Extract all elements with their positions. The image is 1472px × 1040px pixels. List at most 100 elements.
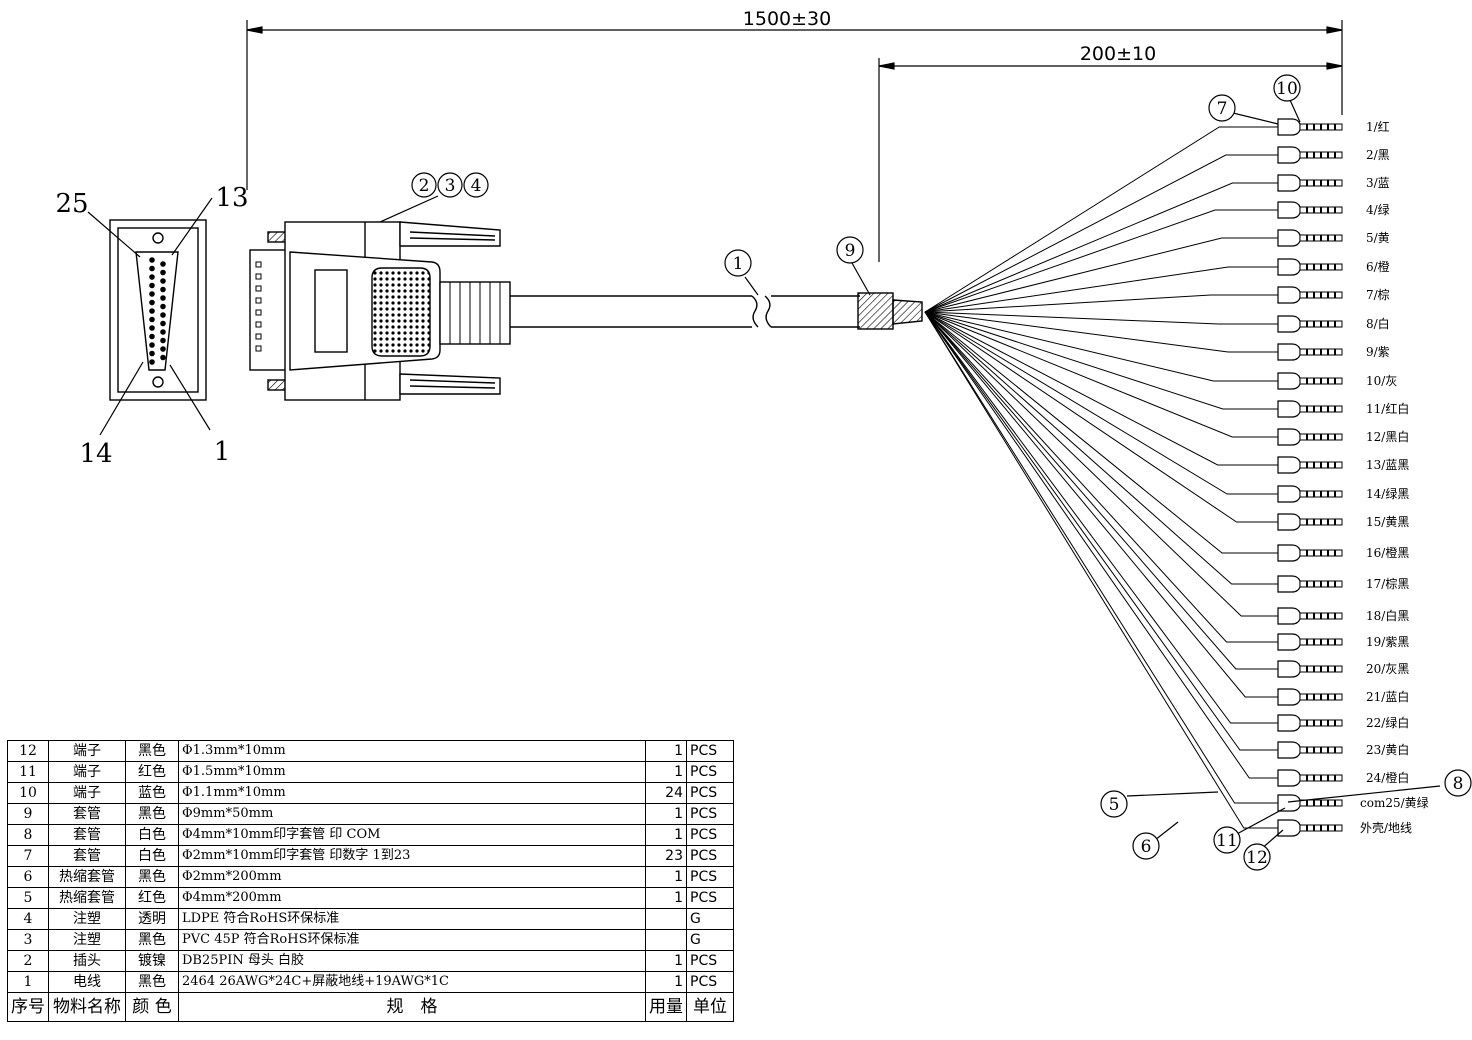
bom-cell-name: 热缩套管: [48, 866, 126, 888]
wire-label: 6/橙: [1366, 259, 1390, 274]
marker-sleeve: [1277, 513, 1301, 531]
bom-cell-name: 热缩套管: [48, 887, 126, 909]
wire-label: 12/黑白: [1366, 429, 1409, 444]
marker-sleeve: [1277, 428, 1301, 446]
wire-terminal: [1277, 633, 1343, 651]
bom-header-spec: 规 格: [178, 992, 646, 1022]
pin-dot: [149, 274, 155, 280]
bom-cell-name: 套管: [48, 824, 126, 846]
balloon-3: 3: [445, 176, 456, 196]
balloon-6: 6: [1141, 837, 1152, 857]
pin-dot: [160, 329, 166, 335]
pin-dot: [160, 354, 166, 361]
pin-dot: [149, 308, 155, 314]
wire-terminal: [1277, 174, 1343, 192]
bom-cell-no: 11: [7, 761, 49, 783]
contact-slot: [255, 273, 262, 280]
bom-cell-unit: PCS: [686, 824, 734, 846]
bom-cell-color: 镀镍: [125, 950, 179, 972]
breakout-wire: [924, 311, 1278, 698]
wire-label: 8/白: [1366, 316, 1390, 331]
marker-sleeve: [1277, 258, 1301, 276]
pin-label-14: 14: [79, 439, 112, 469]
wire-terminal: [1277, 660, 1343, 678]
bom-cell-name: 端子: [48, 740, 126, 762]
wire-terminal: [1277, 315, 1343, 333]
bom-cell-no: 4: [7, 908, 49, 930]
breakout-wire: [924, 311, 1278, 410]
breakout-wire: [924, 311, 1278, 325]
breakout-wire: [924, 182, 1278, 313]
breakout-wire: [924, 311, 1278, 779]
contact-slot: [255, 309, 262, 316]
bom-cell-no: 12: [7, 740, 49, 762]
bom-cell-unit: PCS: [686, 950, 734, 972]
balloon-4: 4: [471, 176, 482, 196]
bom-cell-spec: PVC 45P 符合RoHS环保标准: [178, 929, 646, 951]
bom-cell-color: 透明: [125, 908, 179, 930]
wire-terminals: [1277, 118, 1343, 837]
bom-cell-qty: 1: [645, 761, 687, 783]
breakout-wire: [924, 311, 1278, 804]
breakout-wire: [924, 266, 1278, 313]
wire-terminal: [1277, 258, 1343, 276]
wire-terminal: [1277, 544, 1343, 562]
bom-header-unit: 单位: [686, 992, 734, 1022]
bom-cell-spec: Φ1.5mm*10mm: [178, 761, 646, 783]
bom-cell-name: 插头: [48, 950, 126, 972]
bom-cell-name: 套管: [48, 803, 126, 825]
bom-cell-qty: 1: [645, 824, 687, 846]
bom-cell-spec: DB25PIN 母头 白胶: [178, 950, 646, 972]
bom-header-name: 物料名称: [48, 992, 126, 1022]
cable: [510, 292, 923, 330]
bom-cell-color: 白色: [125, 824, 179, 846]
bom-cell-spec: Φ2mm*200mm: [178, 866, 646, 888]
marker-sleeve: [1277, 633, 1301, 651]
wire-terminal: [1277, 714, 1343, 732]
bom-cell-color: 黑色: [125, 971, 179, 993]
bom-cell-no: 5: [7, 887, 49, 909]
bom-cell-spec: Φ1.3mm*10mm: [178, 740, 646, 762]
wire-label: 1/红: [1366, 119, 1390, 134]
bom-cell-no: 7: [7, 845, 49, 867]
overall-length-dimension: [246, 20, 1343, 190]
pin-dot: [160, 337, 166, 344]
wire-terminal: [1277, 456, 1343, 474]
bom-cell-color: 红色: [125, 761, 179, 783]
bom-cell-qty: 1: [645, 971, 687, 993]
bom-cell-color: 黑色: [125, 929, 179, 951]
pin-leaders: [87, 197, 213, 436]
bom-cell-no: 10: [7, 782, 49, 804]
wire-terminal: [1277, 607, 1343, 625]
wire-label: 24/橙白: [1366, 770, 1409, 785]
wire-labels: 1/红2/黑3/蓝4/绿5/黄6/橙7/棕8/白9/紫10/灰11/红白12/黑…: [1360, 119, 1429, 835]
balloon-2: 2: [419, 176, 430, 196]
bom-cell-unit: PCS: [686, 782, 734, 804]
bom-cell-color: 蓝色: [125, 782, 179, 804]
marker-sleeve: [1277, 819, 1301, 837]
wire-terminal: [1277, 372, 1343, 390]
marker-sleeve: [1277, 714, 1301, 732]
breakout-wire: [924, 294, 1278, 313]
marker-sleeve: [1277, 286, 1301, 304]
marker-sleeve: [1277, 769, 1301, 787]
contact-slot: [255, 261, 262, 268]
breakout-wire: [924, 311, 1278, 495]
wire-terminal: [1277, 769, 1343, 787]
bom-cell-color: 白色: [125, 845, 179, 867]
pin-dot: [149, 265, 155, 272]
breakout-wire: [924, 311, 1278, 643]
bom-cell-unit: PCS: [686, 971, 734, 993]
wire-terminal: [1277, 118, 1343, 136]
marker-sleeve: [1277, 229, 1301, 247]
wire-label: 21/蓝白: [1366, 689, 1409, 704]
wire-label: 14/绿黑: [1366, 486, 1409, 501]
bom-header-no: 序号: [7, 992, 49, 1022]
breakout-wire: [924, 311, 1278, 670]
bom-cell-color: 红色: [125, 887, 179, 909]
